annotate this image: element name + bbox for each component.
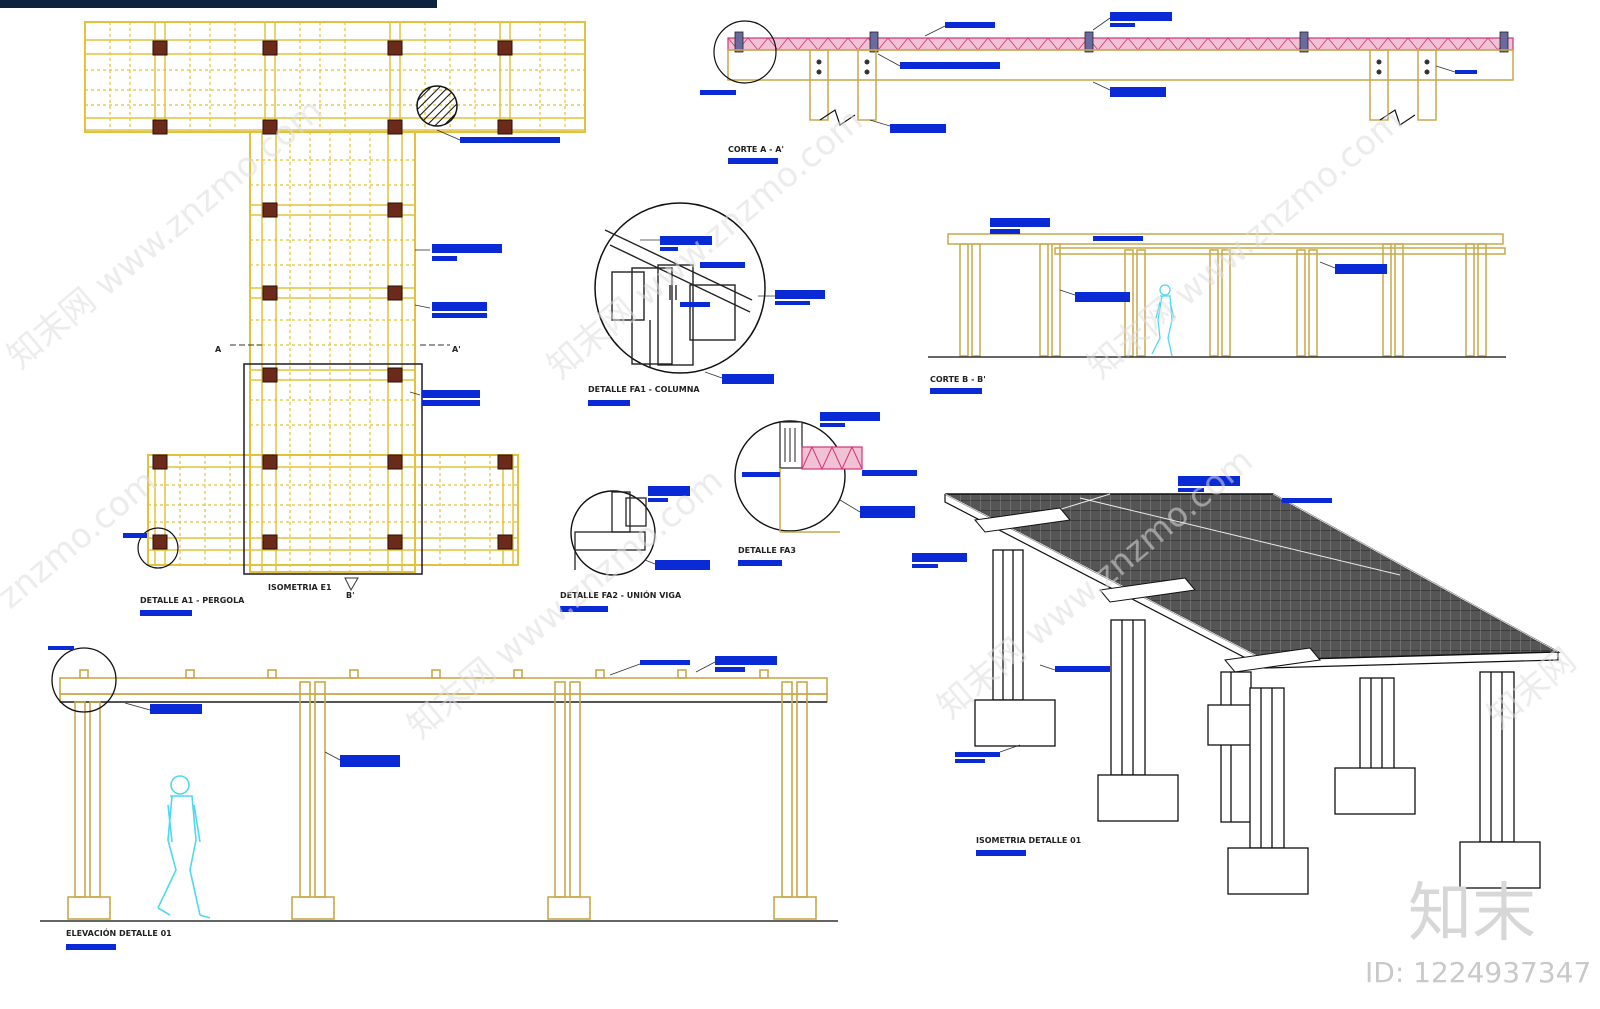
detalle-fa2-scale — [560, 606, 608, 612]
detalle-a1-scale — [140, 610, 192, 616]
section-b-mark — [344, 577, 359, 592]
detail-a1-circle — [137, 527, 179, 569]
brand-logo: 知末 — [1408, 877, 1536, 951]
elevacion-scale — [66, 944, 116, 950]
detail-fa3 — [734, 412, 917, 533]
image-id: ID: 1224937347 — [1365, 956, 1591, 989]
isometria-e1-frame — [243, 363, 423, 575]
isometria-01-label: ISOMETRIA DETALLE 01 — [976, 836, 1082, 845]
detalle-fa1-label: DETALLE FA1 - COLUMNA — [588, 385, 700, 394]
scale-figure-large — [157, 775, 211, 919]
plan-callouts — [123, 129, 560, 538]
detalle-fa3-label: DETALLE FA3 — [738, 546, 796, 555]
detalle-fa2-label: DETALLE FA2 - UNIÓN VIGA — [560, 589, 682, 600]
isometria-01-scale — [976, 850, 1026, 856]
scale-figure-small — [1151, 284, 1175, 357]
corte-aa-section — [700, 12, 1514, 133]
detalle-fa1-scale — [588, 400, 630, 406]
corte-bb-callouts — [990, 218, 1387, 302]
section-b-label: B' — [346, 591, 355, 600]
corte-bb-section — [947, 233, 1506, 357]
corte-bb-label: CORTE B - B' — [930, 375, 986, 384]
detail-fa1-column — [594, 202, 825, 384]
top-bar — [0, 0, 437, 8]
detail-fa2-beam-joint — [570, 486, 710, 576]
hatched-circle-marker — [416, 85, 458, 127]
elevation-detail-circle — [51, 647, 117, 713]
elevacion-label: ELEVACIÓN DETALLE 01 — [66, 927, 172, 938]
elevation-callouts — [48, 646, 777, 767]
plan-view — [84, 21, 586, 573]
elevation-detail — [59, 669, 828, 920]
corte-bb-scale — [930, 388, 982, 394]
section-a-left-label: A — [215, 345, 222, 354]
detalle-fa3-scale — [738, 560, 782, 566]
section-a-right-label: A' — [452, 345, 461, 354]
detalle-a1-label: DETALLE A1 - PERGOLA — [140, 596, 245, 605]
isometric-pergola — [912, 476, 1561, 895]
corte-aa-scale — [728, 158, 778, 164]
column-blocks — [152, 40, 513, 550]
svg-text:知末网 www.znzmo.com: 知末网 www.znzmo.com — [540, 100, 871, 386]
corte-aa-label: CORTE A - A' — [728, 145, 784, 154]
isometria-e1-label: ISOMETRIA E1 — [268, 583, 332, 592]
